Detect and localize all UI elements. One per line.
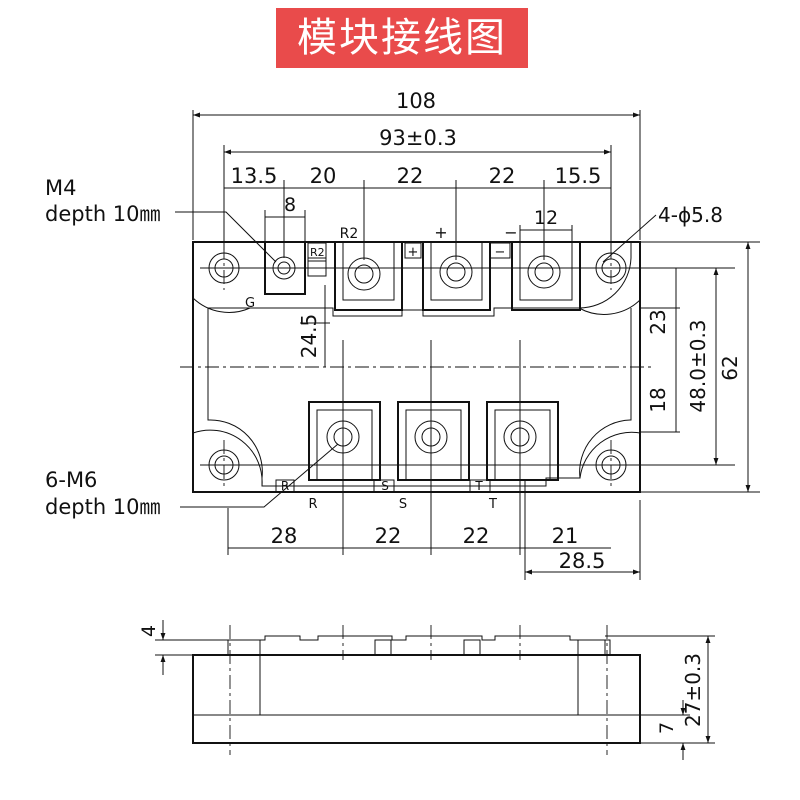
callout-m4: M4 — [45, 176, 76, 200]
label-plus: + — [434, 223, 447, 242]
dim-bot-21: 21 — [552, 524, 579, 548]
dim-bot-22b: 22 — [463, 524, 490, 548]
label-r: R — [308, 497, 317, 512]
center-lines — [180, 245, 735, 580]
terminal-r2 — [334, 241, 403, 311]
dim-23: 23 — [646, 309, 670, 334]
label-minus: − — [504, 223, 517, 242]
label-s-box: S — [381, 479, 389, 493]
callout-m6-depth: depth 10㎜ — [45, 495, 161, 519]
dim-top-22a: 22 — [397, 164, 424, 188]
callout-m4-depth: depth 10㎜ — [45, 202, 161, 226]
callouts: M4 depth 10㎜ 6-M6 depth 10㎜ — [45, 176, 161, 519]
dim-8: 8 — [284, 194, 296, 216]
dim-18: 18 — [646, 387, 670, 412]
corner-boss-tl — [192, 297, 251, 313]
side-view — [155, 620, 715, 760]
module-inner-outline — [207, 242, 632, 487]
hole-spec: 4-ϕ5.8 — [658, 203, 723, 227]
callout-m6: 6-M6 — [45, 468, 97, 492]
label-plus-box: + — [408, 245, 419, 260]
dim-top-22b: 22 — [489, 164, 516, 188]
terminal-t — [469, 401, 559, 493]
dim-side-4: 4 — [138, 625, 160, 637]
dim-side-27: 27±0.3 — [681, 653, 705, 727]
corner-boss-br — [579, 431, 641, 479]
dim-bot-22a: 22 — [375, 524, 402, 548]
label-t: T — [488, 497, 497, 512]
dim-top-15-5: 15.5 — [555, 164, 602, 188]
corner-boss-tr — [578, 299, 641, 315]
label-s: S — [399, 497, 407, 512]
dim-mount-spacing: 93±0.3 — [379, 126, 457, 150]
dim-bot-28: 28 — [271, 524, 298, 548]
dim-48: 48.0±0.3 — [686, 319, 710, 412]
label-r2-small: R2 — [310, 246, 325, 259]
extension-lines — [192, 110, 760, 580]
page-title: 模块接线图 — [297, 15, 507, 61]
side-terminal-profile — [227, 635, 606, 655]
dimension-lines — [193, 112, 751, 575]
label-r2: R2 — [340, 226, 359, 242]
side-dimension-labels: 4 7 27±0.3 — [138, 625, 705, 734]
terminal-labels: R2 R2 G + + − − R R S S T T — [245, 223, 518, 512]
dimension-labels: 108 93±0.3 13.5 20 22 22 15.5 8 12 4-ϕ5.… — [231, 89, 742, 573]
corner-boss-bl — [192, 429, 263, 487]
dim-bot-28-5: 28.5 — [559, 549, 606, 573]
dim-24-5: 24.5 — [297, 314, 321, 359]
dim-12: 12 — [534, 207, 558, 229]
label-t-box: T — [474, 479, 483, 493]
terminal-minus — [489, 241, 581, 311]
top-view — [175, 110, 760, 580]
title-banner: 模块接线图 — [276, 8, 528, 68]
dim-side-7: 7 — [656, 722, 678, 734]
label-r-box: R — [281, 479, 289, 493]
dim-62: 62 — [718, 355, 742, 380]
label-g: G — [245, 296, 255, 311]
leader-lines — [175, 211, 657, 508]
dim-top-13-5: 13.5 — [231, 164, 278, 188]
dim-top-20: 20 — [310, 164, 337, 188]
label-minus-box: − — [495, 245, 506, 260]
terminal-r — [275, 401, 381, 493]
dim-overall-width: 108 — [396, 89, 436, 113]
